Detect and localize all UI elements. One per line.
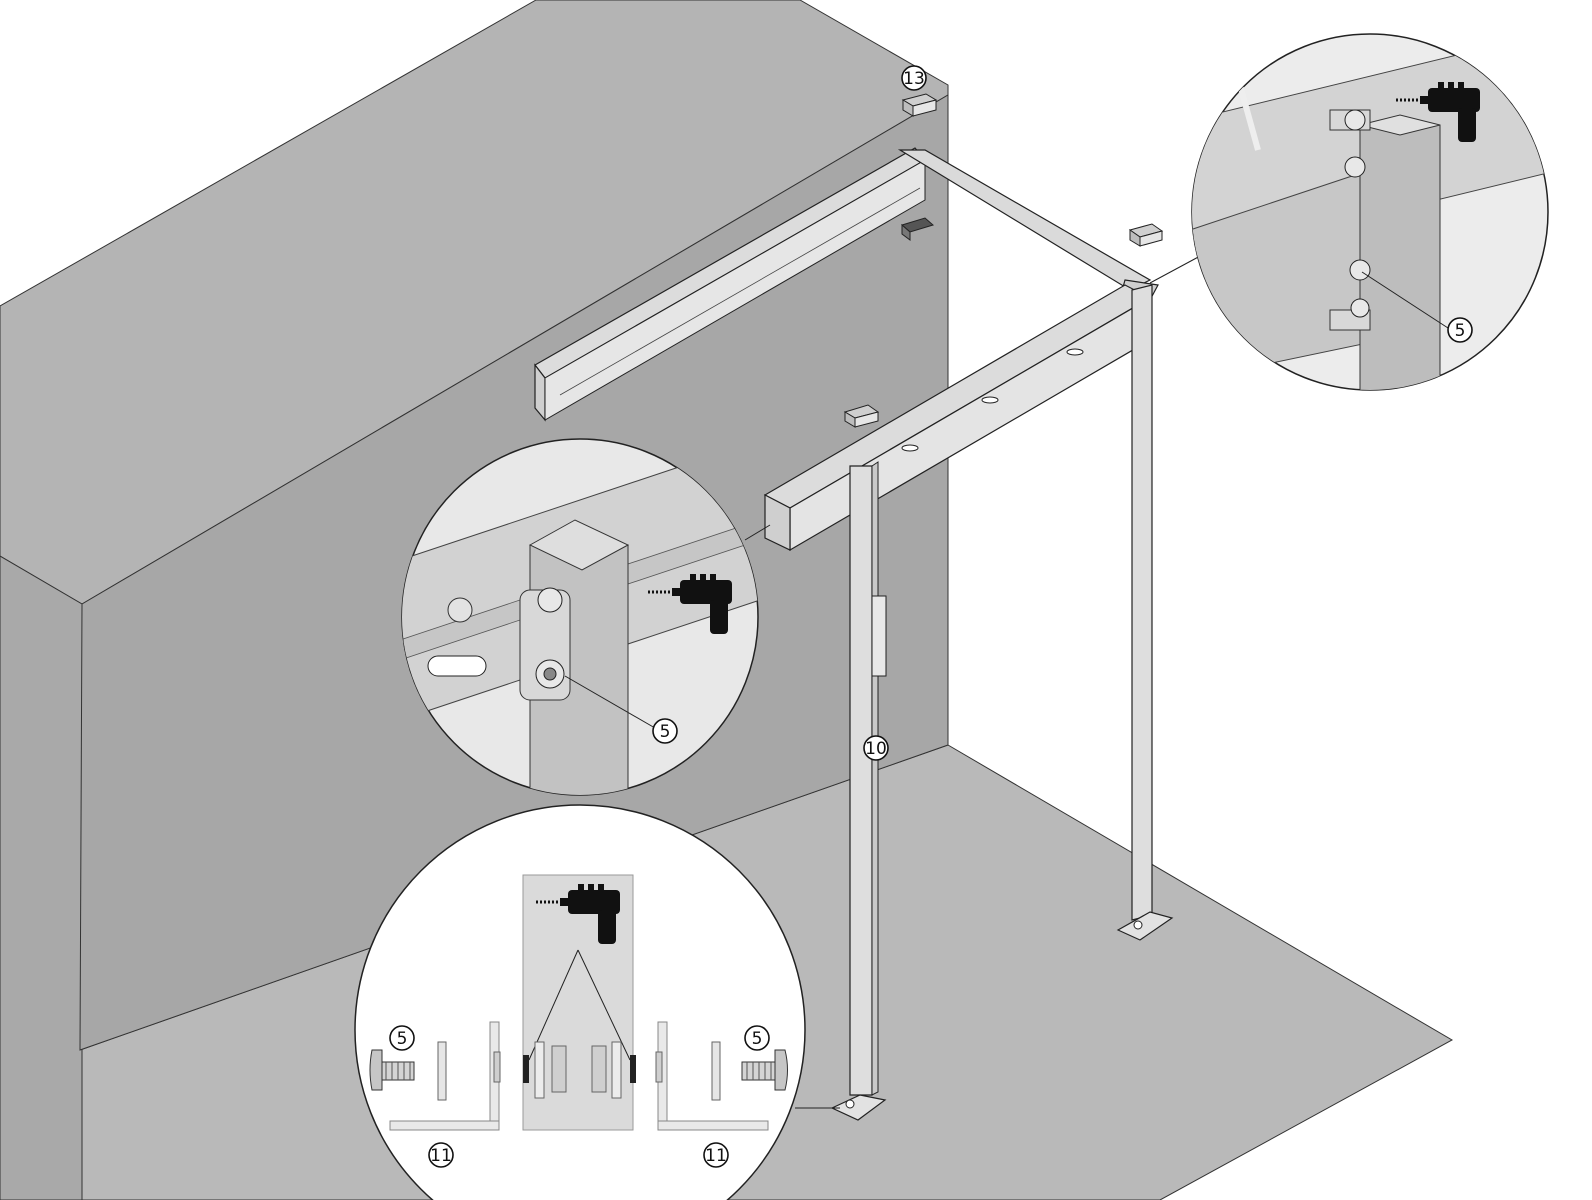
back-rail bbox=[534, 147, 926, 422]
callout-bolt-mid: 5 bbox=[660, 722, 671, 742]
detail-top-right: 5 bbox=[1191, 33, 1549, 391]
bracket-icon bbox=[655, 1021, 769, 1131]
detail-bottom-exploded: 5 5 11 11 bbox=[354, 804, 806, 1200]
callout-end-cap: 13 bbox=[901, 65, 927, 91]
callout-bracket-left: 11 bbox=[430, 1146, 452, 1166]
callout-bolt-right: 5 bbox=[752, 1029, 763, 1049]
screw-icon bbox=[369, 1049, 415, 1091]
bracket-icon bbox=[389, 1021, 501, 1131]
washer-icon bbox=[437, 1041, 447, 1101]
callout-bolt-left: 5 bbox=[397, 1029, 408, 1049]
callout-leg: 10 bbox=[863, 735, 889, 761]
washer-icon bbox=[711, 1041, 721, 1101]
screw-icon bbox=[741, 1049, 788, 1091]
detail-middle: 5 bbox=[401, 438, 759, 796]
callout-bracket-right: 11 bbox=[705, 1146, 727, 1166]
end-cap-icon bbox=[1128, 223, 1164, 247]
callout-end-cap-label: 13 bbox=[903, 69, 925, 89]
callout-leg-label: 10 bbox=[865, 739, 887, 759]
end-cap-icon bbox=[900, 217, 935, 241]
end-cap-icon bbox=[901, 93, 938, 117]
leg-back bbox=[1116, 284, 1174, 941]
wall-left-face bbox=[0, 555, 83, 1200]
leg-front bbox=[830, 461, 887, 1121]
end-cap-icon bbox=[843, 404, 880, 428]
callout-bolt-top: 5 bbox=[1455, 321, 1466, 341]
